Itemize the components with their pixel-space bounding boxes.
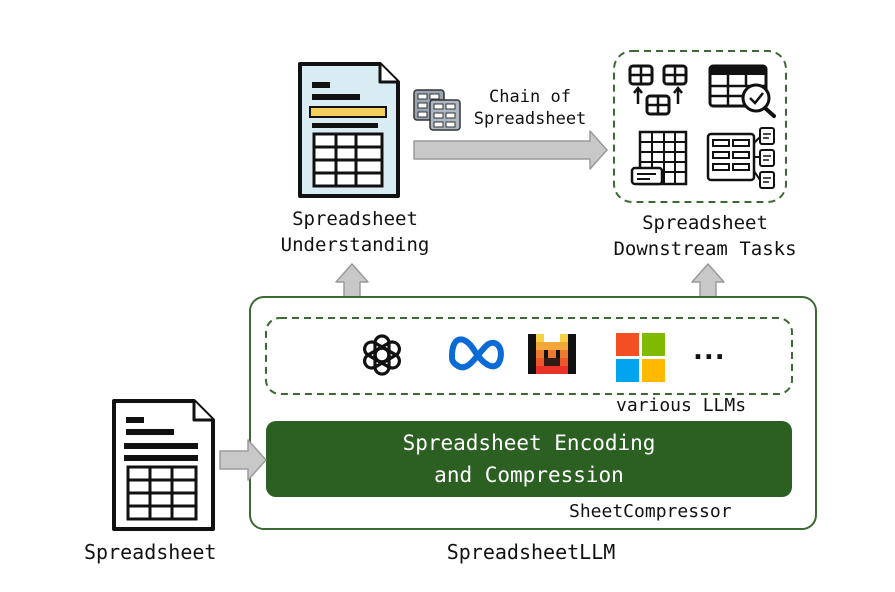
encoding-band-text: Spreadsheet Encoding and Compression <box>268 421 790 497</box>
chain-of-spreadsheet-label: Chain of Spreadsheet <box>474 86 587 130</box>
downstream-line1: Spreadsheet <box>642 212 768 234</box>
microsoft-icon <box>616 333 665 382</box>
sheet-grid-card-icon <box>630 130 688 186</box>
encoding-line1: Spreadsheet Encoding <box>402 431 656 455</box>
understanding-line2: Understanding <box>280 234 430 256</box>
chain-line2: Spreadsheet <box>473 109 587 129</box>
meta-icon <box>448 336 504 371</box>
stacked-sheets-icon <box>413 89 461 131</box>
understanding-line1: Spreadsheet <box>292 208 418 230</box>
spreadsheetllm-label: SpreadsheetLLM <box>446 540 616 564</box>
mistral-icon <box>528 334 576 374</box>
input-arrow <box>219 439 267 481</box>
table-merge-icon <box>628 64 688 116</box>
spreadsheet-label: Spreadsheet <box>84 540 217 564</box>
sheet-compressor-label: SheetCompressor <box>569 501 732 522</box>
encoding-line2: and Compression <box>434 463 624 487</box>
up-arrow-understanding <box>335 263 369 298</box>
various-llms-caption: various LLMs <box>616 395 747 416</box>
llm-box <box>265 317 793 395</box>
spreadsheet-document-icon <box>112 399 215 531</box>
up-arrow-downstream <box>691 263 725 298</box>
downstream-line2: Downstream Tasks <box>613 238 797 260</box>
spreadsheet-understanding-document-icon <box>298 62 400 198</box>
table-search-icon <box>708 64 776 118</box>
form-notes-icon <box>706 127 775 189</box>
openai-icon <box>363 334 401 376</box>
spreadsheet-understanding-label: Spreadsheet Understanding <box>281 206 430 258</box>
chain-arrow <box>413 130 608 170</box>
spreadsheetllm-box <box>249 296 817 530</box>
chain-line1: Chain of <box>489 87 571 107</box>
downstream-tasks-label: Spreadsheet Downstream Tasks <box>613 210 796 262</box>
more-llms-ellipsis: ... <box>693 336 726 366</box>
encoding-compression-band <box>266 421 792 497</box>
downstream-tasks-box <box>613 50 787 203</box>
